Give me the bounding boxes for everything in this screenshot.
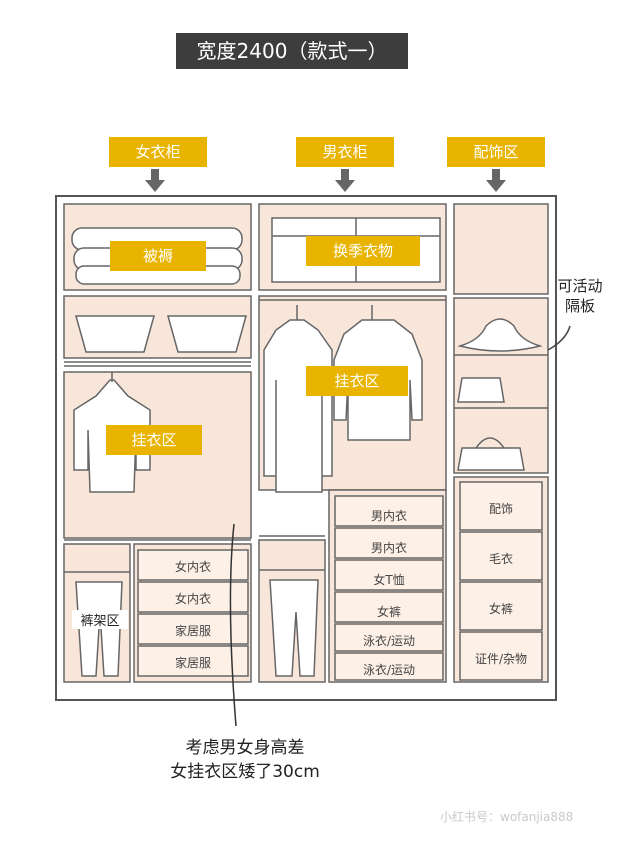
down-arrow-icon: [145, 169, 165, 192]
section-women-header: 女衣柜: [109, 137, 207, 167]
drawer-label: 女裤: [376, 605, 401, 619]
drawer-label: 证件/杂物: [474, 652, 528, 666]
section-men-header: 男衣柜: [296, 137, 394, 167]
women-drawers: [137, 549, 249, 677]
annotation-movable-shelf: 可活动 隔板: [557, 277, 603, 315]
page-title: 宽度2400（款式一）: [176, 33, 408, 69]
drawer-label: 家居服: [174, 656, 211, 670]
height-difference-note: 考虑男女身高差 女挂衣区矮了30cm: [170, 738, 320, 782]
drawer-label: 泳衣/运动: [362, 634, 416, 648]
label-hang-men: 挂衣区: [306, 366, 408, 396]
section-accessories-header: 配饰区: [447, 137, 545, 167]
handbag-icon: [457, 377, 505, 403]
drawer-label: 女裤: [488, 602, 513, 616]
down-arrow-icon: [486, 169, 506, 192]
basket-icon: [75, 315, 247, 353]
pointer-line: [229, 523, 237, 727]
label-seasonal: 换季衣物: [306, 236, 420, 266]
pants-hanger-icon: [75, 579, 319, 677]
men-drawers: [334, 495, 444, 681]
hat-icon: [457, 318, 543, 352]
label-pants-rack: 裤架区: [72, 610, 128, 629]
coat-icon: [263, 305, 333, 493]
label-quilt: 被褥: [110, 241, 206, 271]
accessory-drawers: [459, 481, 543, 681]
drawer-label: 女内衣: [174, 592, 211, 606]
drawer-label: 男内衣: [370, 541, 407, 555]
label-hang-women: 挂衣区: [106, 425, 202, 455]
drawer-label: 泳衣/运动: [362, 663, 416, 677]
handbag-icon: [457, 447, 525, 471]
pointer-line: [547, 325, 571, 351]
watermark: 小红书号：wofanjia888: [440, 810, 574, 824]
drawer-label: 女内衣: [174, 560, 211, 574]
drawer-label: 毛衣: [488, 552, 513, 566]
drawer-label: 家居服: [174, 624, 211, 638]
drawer-label: 男内衣: [370, 509, 407, 523]
down-arrow-icon: [335, 169, 355, 192]
drawer-label: 配饰: [488, 502, 513, 516]
drawer-label: 女T恤: [373, 573, 405, 587]
